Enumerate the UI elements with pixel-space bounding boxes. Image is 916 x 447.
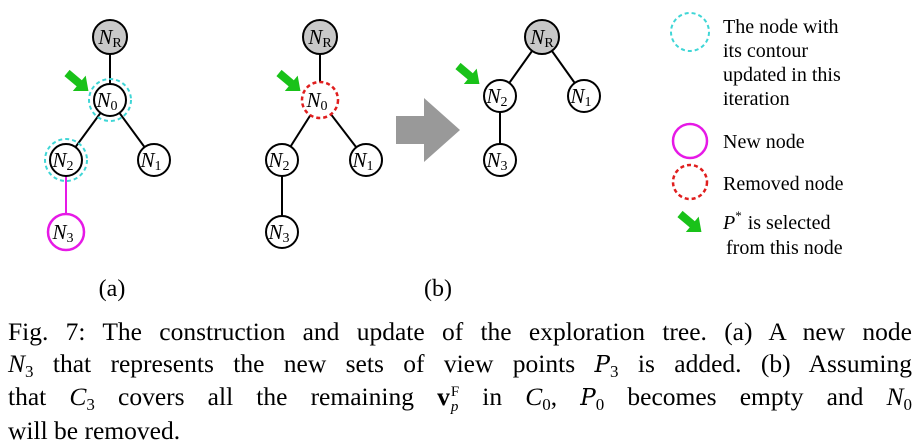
node-a-n1: N1 [137,143,171,177]
removed-node-swatch-icon [671,163,709,201]
svg-text:The node with: The node with [723,16,839,38]
panel-b-after: NR N2 N1 N3 [455,19,601,177]
node-a-root: NR [92,19,128,55]
figure-caption: Fig. 7: The construction and update of t… [8,316,912,447]
svg-text:N3: N3 [267,220,289,246]
node-b1-n1: N1 [349,143,383,177]
svg-text:updated in this: updated in this [723,64,841,86]
legend-selected: P*is selected from this node [677,208,843,259]
caption-line-1: Fig. 7: The construction and update of t… [8,317,912,346]
panel-label-a: (a) [99,276,126,302]
node-b2-root: NR [524,19,560,55]
svg-text:New node: New node [723,131,805,153]
new-node-swatch-icon [671,122,709,160]
svg-text:N3: N3 [485,148,507,174]
node-b1-n3: N3 [265,215,299,249]
node-b1-root: NR [302,19,338,55]
svg-text:Removed node: Removed node [723,173,844,195]
svg-text:N1: N1 [351,148,373,174]
caption-line-4: will be removed. [8,416,181,445]
node-a-n0: N0 [88,78,132,122]
updated-contour-ring [88,78,132,122]
selected-arrow-icon [276,69,301,91]
svg-text:N2: N2 [485,84,507,110]
svg-text:N1: N1 [139,148,161,174]
legend-new-node: New node [671,122,805,160]
caption-line-2: N3 that represents the new sets of view … [8,349,913,381]
legend-updated-contour: The node with its contour updated in thi… [670,12,841,110]
node-b2-n2: N2 [483,79,517,113]
svg-text:its contour: its contour [723,40,808,62]
node-a-n3: N3 [46,212,86,252]
svg-text:P*is selected: P*is selected [722,208,830,234]
node-b2-n1: N1 [567,79,601,113]
node-b2-n3: N3 [483,143,517,177]
removed-node-ring [300,80,340,120]
selected-arrow-icon [455,62,480,84]
legend-removed-node: Removed node [671,163,844,201]
svg-text:N2: N2 [51,148,73,174]
svg-text:N1: N1 [569,84,591,110]
selected-arrow-swatch-icon [677,210,702,232]
transition-arrow-icon [396,98,460,162]
panel-a: NR N0 N2 N1 N3 (a) [44,19,171,302]
svg-text:N0: N0 [305,88,327,114]
panel-b-before: NR N0 N2 N1 N3 [265,19,383,249]
svg-text:N0: N0 [95,88,117,114]
svg-text:NR: NR [307,25,332,51]
exploration-tree-diagram: NR N0 N2 N1 N3 (a) NR [44,12,844,302]
updated-contour-swatch-icon [670,12,710,52]
svg-text:NR: NR [97,25,122,51]
svg-text:N2: N2 [267,148,289,174]
svg-text:from this node: from this node [726,237,843,259]
legend: The node with its contour updated in thi… [670,12,844,259]
svg-text:iteration: iteration [723,88,790,110]
svg-text:NR: NR [529,25,554,51]
updated-contour-ring [44,138,88,182]
node-a-n2: N2 [44,138,88,182]
node-b1-n2: N2 [265,143,299,177]
node-b1-n0: N0 [300,80,340,120]
selected-arrow-icon [64,69,89,91]
panel-label-b: (b) [424,276,452,302]
svg-text:N3: N3 [51,220,73,246]
